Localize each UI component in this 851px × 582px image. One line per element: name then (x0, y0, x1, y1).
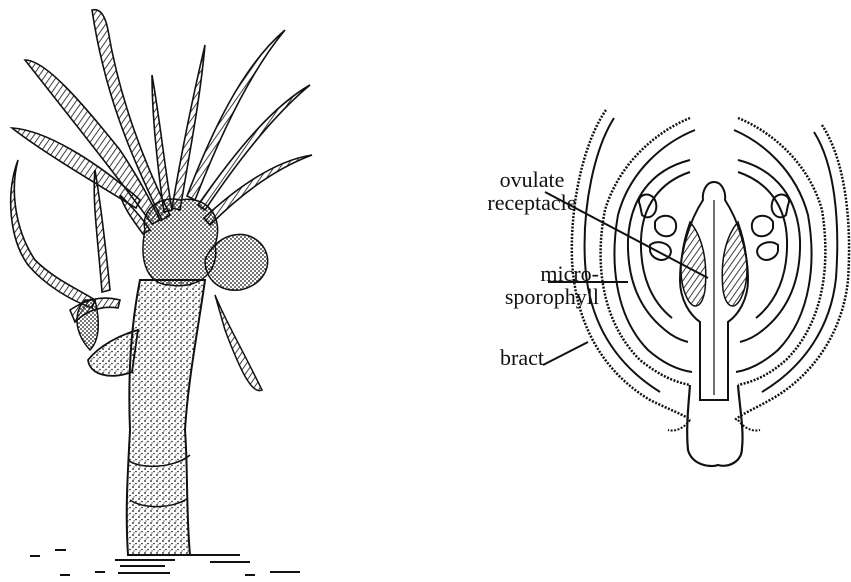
label-bract: bract (500, 346, 544, 369)
trunk (127, 280, 205, 555)
microsporophyll-left (628, 160, 690, 342)
label-micro-line2: sporophyll (459, 285, 599, 308)
label-ovulate-line1: ovulate (452, 168, 612, 191)
label-ovulate-line2: receptacle (452, 191, 612, 214)
label-micro-line1: micro- (459, 262, 599, 285)
leader-bract (543, 342, 588, 365)
cycadeoid-plant-drawing (11, 10, 312, 575)
outer-bract-right (735, 125, 849, 420)
microsporophyll-right (738, 160, 800, 342)
label-ovulate-receptacle: ovulate receptacle (452, 168, 612, 214)
strobilus-stalk (687, 385, 742, 466)
label-microsporophyll: micro- sporophyll (459, 262, 599, 308)
